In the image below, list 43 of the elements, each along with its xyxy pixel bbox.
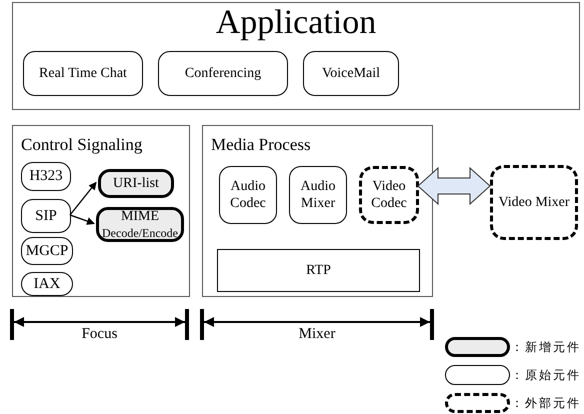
legend-label: ：外部元件: [511, 395, 581, 412]
component-box: [289, 166, 347, 224]
component-label: IAX: [34, 274, 60, 294]
component-box: [21, 199, 71, 233]
dimension-label: Mixer: [298, 325, 336, 343]
component-label: URI-list: [113, 174, 159, 192]
component-label: Real Time Chat: [39, 64, 127, 82]
component-box: [21, 237, 73, 265]
component-box: [219, 166, 277, 224]
component-box: [21, 162, 71, 191]
component-label: SIP: [35, 206, 57, 226]
component-label: Conferencing: [184, 64, 262, 82]
double-block-arrow: [417, 166, 491, 206]
external-component-box: [490, 165, 578, 240]
panel-title: Control Signaling: [21, 134, 142, 156]
layer-panel: [12, 125, 190, 297]
panel-title: Media Process: [211, 134, 311, 156]
component-label: Video Mixer: [498, 194, 570, 212]
layer-panel: [12, 2, 580, 110]
component-label: Audio Codec: [229, 178, 267, 212]
component-label: Audio Mixer: [300, 178, 336, 212]
legend-label: ：新增元件: [511, 339, 581, 356]
component-box: [303, 51, 399, 96]
component-label: Video Codec: [370, 178, 408, 212]
component-label: Decode/Encode: [102, 226, 178, 241]
protocol-bar: [217, 249, 420, 292]
new-component-box: [98, 169, 174, 198]
dimension-label: Focus: [80, 325, 118, 343]
legend-label: ：原始元件: [511, 367, 581, 384]
external-component-box: [359, 166, 419, 224]
component-label: MIME: [120, 208, 160, 226]
arrow: [70, 214, 95, 225]
panel-title: Application: [214, 3, 378, 43]
component-label: RTP: [306, 262, 331, 280]
component-box: [21, 272, 73, 296]
component-label: MGCP: [26, 242, 68, 260]
component-label: VoiceMail: [322, 64, 380, 82]
component-label: H323: [29, 167, 63, 186]
arrow: [70, 182, 97, 216]
layer-panel: [202, 125, 433, 297]
component-box: [158, 51, 288, 96]
component-box: [23, 51, 143, 96]
new-component-box: [96, 207, 184, 242]
